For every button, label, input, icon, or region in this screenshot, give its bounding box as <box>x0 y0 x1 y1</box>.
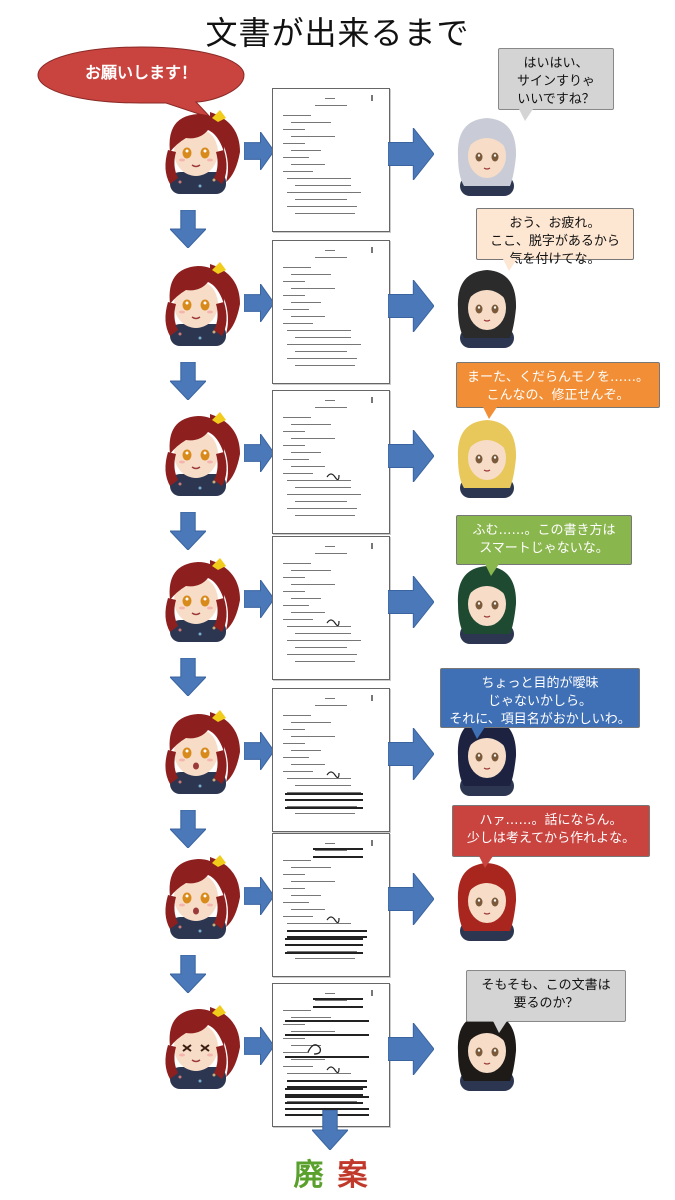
right-arrow-icon <box>243 730 275 774</box>
right-arrow-icon <box>243 1025 275 1069</box>
right-arrow-icon <box>387 726 435 784</box>
reviewer-avatar <box>444 558 530 644</box>
reviewer-speech-bubble: おう、お疲れ。ここ、脱字があるから気を付けてな。 <box>476 208 634 271</box>
protagonist-avatar <box>150 254 246 350</box>
right-arrow-icon <box>243 578 275 622</box>
bubble-line: ふむ……。この書き方は <box>472 523 616 538</box>
bubble-line: いいですね？ <box>517 92 595 107</box>
document-draft <box>272 88 390 232</box>
bubble-line: そもそも、この文書は <box>481 978 611 993</box>
reviewer-avatar <box>444 110 530 196</box>
bubble-line: サインすりゃ <box>516 74 595 89</box>
page-title: 文書が出来るまで <box>205 14 470 52</box>
down-arrow-icon <box>168 954 208 997</box>
bubble-line: スマートじゃないな。 <box>479 541 609 556</box>
bubble-line: はいはい、 <box>523 56 589 71</box>
speech-bubble-shape <box>37 46 245 119</box>
reviewer-avatar <box>444 412 530 498</box>
bubble-line: こんなの、修正せんぞ。 <box>486 388 630 403</box>
down-arrow-icon <box>168 361 208 404</box>
document-draft <box>272 536 390 680</box>
down-arrow-icon <box>168 511 208 554</box>
right-arrow-icon <box>387 1021 435 1079</box>
reviewer-speech-bubble: ハァ……。話にならん。少しは考えてから作れよな。 <box>452 805 650 868</box>
right-arrow-icon <box>243 432 275 476</box>
right-arrow-icon <box>387 126 435 184</box>
reviewer-avatar <box>444 262 530 348</box>
bubble-line: まーた、くだらんモノを……。 <box>466 370 649 385</box>
down-arrow-icon <box>168 657 208 700</box>
protagonist-avatar <box>150 102 246 198</box>
document-draft <box>272 240 390 384</box>
final-down-arrow <box>310 1109 350 1154</box>
bubble-line: ここ、脱字があるから <box>490 234 620 249</box>
reviewer-speech-bubble: ふむ……。この書き方はスマートじゃないな。 <box>456 515 632 576</box>
request-bubble-text: お願いします！ <box>84 63 197 82</box>
reviewer-speech-bubble: はいはい、サインすりゃいいですね？ <box>498 48 614 121</box>
reviewer-speech-bubble: そもそも、この文書は要るのか？ <box>466 970 626 1033</box>
document-draft <box>272 983 390 1127</box>
right-arrow-icon <box>387 428 435 486</box>
protagonist-avatar <box>150 404 246 500</box>
right-arrow-icon <box>387 278 435 336</box>
protagonist-avatar <box>150 997 246 1093</box>
document-draft <box>272 390 390 534</box>
bubble-line: 要るのか？ <box>513 996 579 1011</box>
protagonist-avatar <box>150 847 246 943</box>
bubble-line: 気を付けてな。 <box>509 252 601 267</box>
right-arrow-icon <box>387 871 435 929</box>
document-draft <box>272 688 390 832</box>
reviewer-avatar <box>444 855 530 941</box>
rejected-char-1: 廃 <box>293 1158 338 1193</box>
right-arrow-icon <box>243 282 275 326</box>
document-draft <box>272 833 390 977</box>
bubble-line: 少しは考えてから作れよな。 <box>466 831 636 846</box>
down-arrow-icon <box>168 809 208 852</box>
reviewer-speech-bubble: ちょっと目的が曖昧じゃないかしら。それに、項目名がおかしいわ。 <box>440 668 640 739</box>
protagonist-avatar <box>150 702 246 798</box>
rejected-label: 廃案 <box>0 1150 675 1194</box>
request-speech-bubble: お願いします！ <box>36 45 246 119</box>
down-arrow-icon <box>168 209 208 252</box>
bubble-line: ちょっと目的が曖昧 <box>481 676 599 691</box>
right-arrow-icon <box>243 130 275 174</box>
right-arrow-icon <box>243 875 275 919</box>
right-arrow-icon <box>387 574 435 632</box>
reviewer-speech-bubble: まーた、くだらんモノを……。こんなの、修正せんぞ。 <box>456 362 660 419</box>
bubble-line: ハァ……。話にならん。 <box>479 813 623 828</box>
bubble-line: じゃないかしら。 <box>487 694 592 709</box>
bubble-line: おう、お疲れ。 <box>509 216 601 231</box>
protagonist-avatar <box>150 550 246 646</box>
bubble-line: それに、項目名がおかしいわ。 <box>449 712 631 727</box>
rejected-char-2: 案 <box>337 1158 382 1193</box>
